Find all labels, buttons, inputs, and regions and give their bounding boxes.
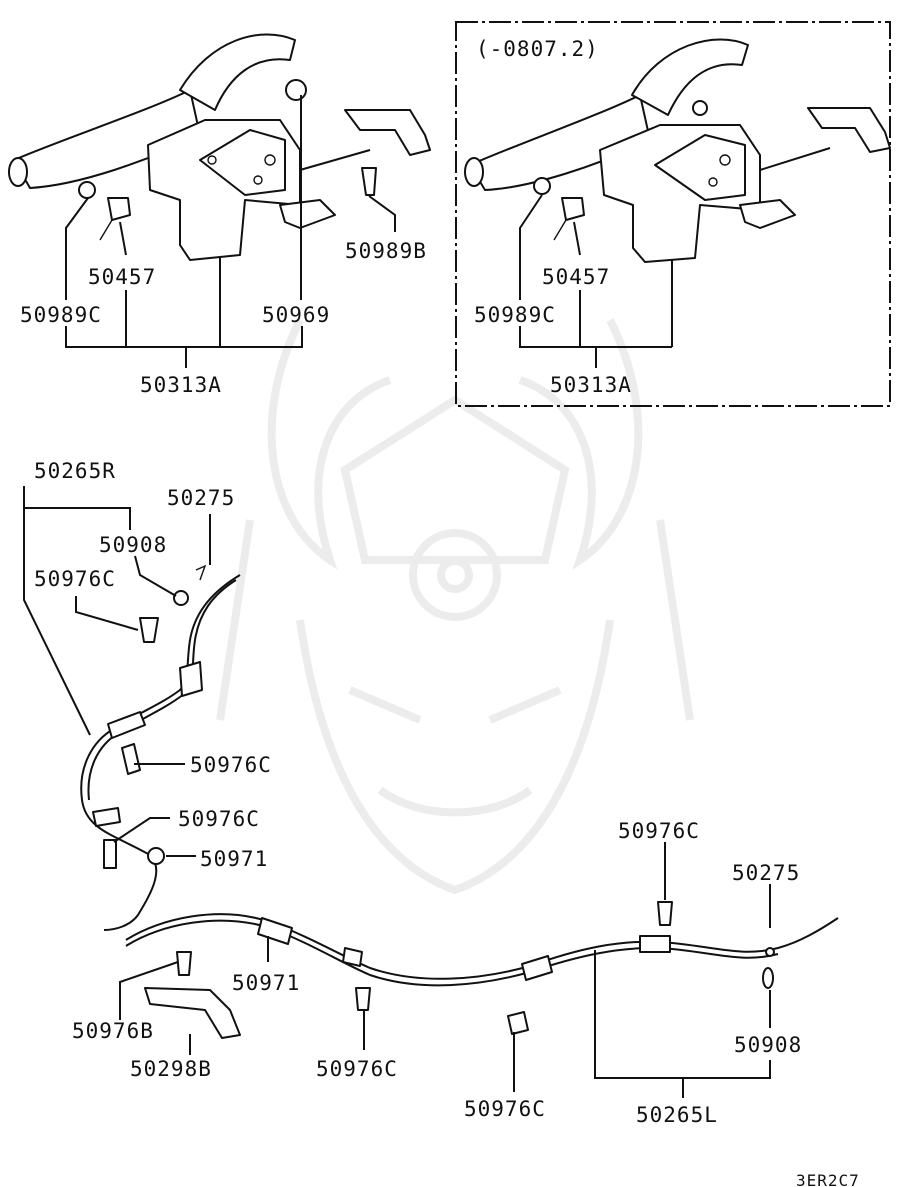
watermark-logo [216,318,694,895]
leaders-top-right [519,194,673,368]
callout-50976C-a: 50976C [34,567,116,591]
callout-50275-upper: 50275 [167,486,235,510]
callout-50989C-right: 50989C [474,303,556,327]
callout-50457-left: 50457 [88,265,156,289]
callout-50298B: 50298B [130,1057,212,1081]
callout-50976B: 50976B [72,1019,154,1043]
callout-50313A-right: 50313A [550,373,632,397]
callout-50313A-left: 50313A [140,373,222,397]
callout-50976C-c: 50976C [178,807,260,831]
callout-50971-upper: 50971 [200,847,268,871]
callout-50265L: 50265L [636,1103,718,1127]
callout-50976C-b: 50976C [190,753,272,777]
leaders-top-left [65,95,396,368]
callout-50976C-d: 50976C [618,819,700,843]
lever-assembly-early [8,33,431,261]
date-range-label: (-0807.2) [476,37,599,61]
callout-50976C-e: 50976C [316,1057,398,1081]
callout-50969: 50969 [262,303,330,327]
callout-50908-upper: 50908 [99,533,167,557]
callout-50457-right: 50457 [542,265,610,289]
leaders-cable [23,486,771,1098]
diagram-code: 3ER2C7 [796,1171,860,1187]
variant-frame [455,21,891,407]
callout-50976C-f: 50976C [464,1097,546,1121]
rear-cables [80,564,839,1039]
callout-50265R: 50265R [34,459,116,483]
callout-50989C-left: 50989C [20,303,102,327]
lever-assembly-late [464,38,891,263]
callout-50908-lower: 50908 [734,1033,802,1057]
callout-50275-lower: 50275 [732,861,800,885]
callout-50989B: 50989B [345,239,427,263]
callout-50971-lower: 50971 [232,971,300,995]
